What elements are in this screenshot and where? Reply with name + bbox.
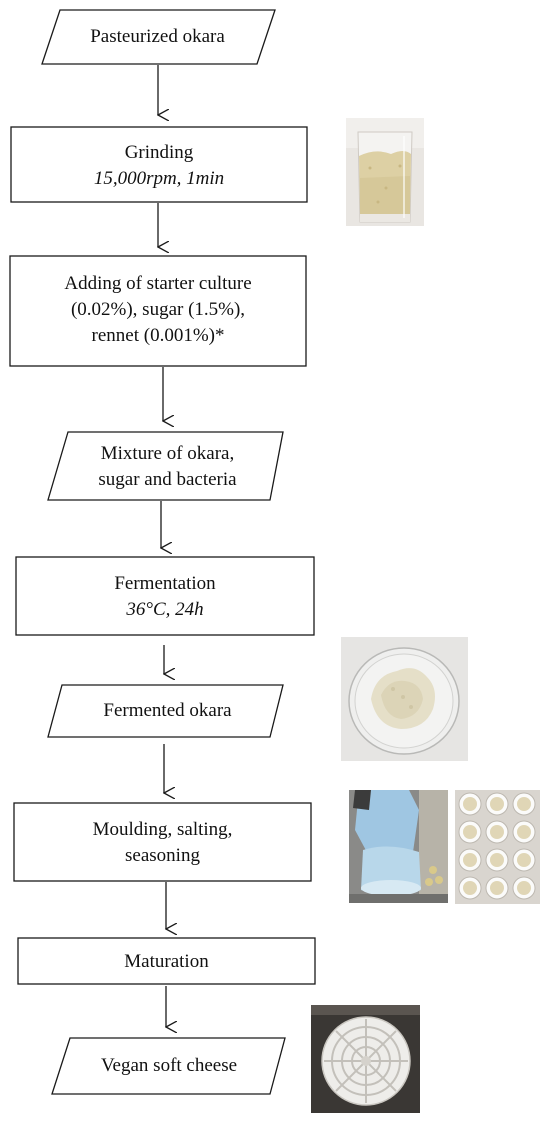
fermentation-label: Fermentation [114, 573, 216, 594]
mixture-line-1: Mixture of okara, [100, 443, 235, 464]
vegan-cheese-wheel-photo [311, 1005, 420, 1113]
adding-line-3: rennet (0.001%)* [91, 325, 225, 346]
maturation-box [17, 937, 316, 985]
mixture-line-2: sugar and bacteria [98, 469, 237, 490]
maturation-label: Maturation [124, 951, 209, 972]
pasteurized-okara-shape [41, 9, 276, 65]
cheese-moulds-tray-photo [455, 790, 540, 904]
adding-line-1: Adding of starter culture [64, 273, 252, 294]
fermentation-box [15, 556, 315, 636]
adding-box [9, 255, 307, 367]
grinding-box [10, 126, 308, 203]
moulding-cloth-photo [349, 790, 448, 903]
moulding-box [13, 802, 312, 882]
pasteurized-okara-label: Pasteurized okara [90, 26, 225, 47]
grinding-detail: 15,000rpm, 1min [93, 168, 225, 189]
fermented-okara-shape [47, 684, 284, 738]
fermented-okara-label: Fermented okara [103, 700, 232, 721]
moulding-line-2: seasoning [125, 845, 200, 866]
fermentation-detail: 36°C, 24h [126, 599, 204, 620]
adding-line-2: (0.02%), sugar (1.5%), [70, 299, 246, 320]
grinding-label: Grinding [124, 142, 194, 163]
ground-okara-beaker-photo [346, 118, 424, 226]
vegan-cheese-shape [51, 1037, 286, 1095]
fermented-okara-dish-photo [341, 637, 468, 761]
vegan-cheese-label: Vegan soft cheese [100, 1055, 238, 1076]
mixture-shape [47, 431, 284, 501]
moulding-line-1: Moulding, salting, [92, 819, 233, 840]
